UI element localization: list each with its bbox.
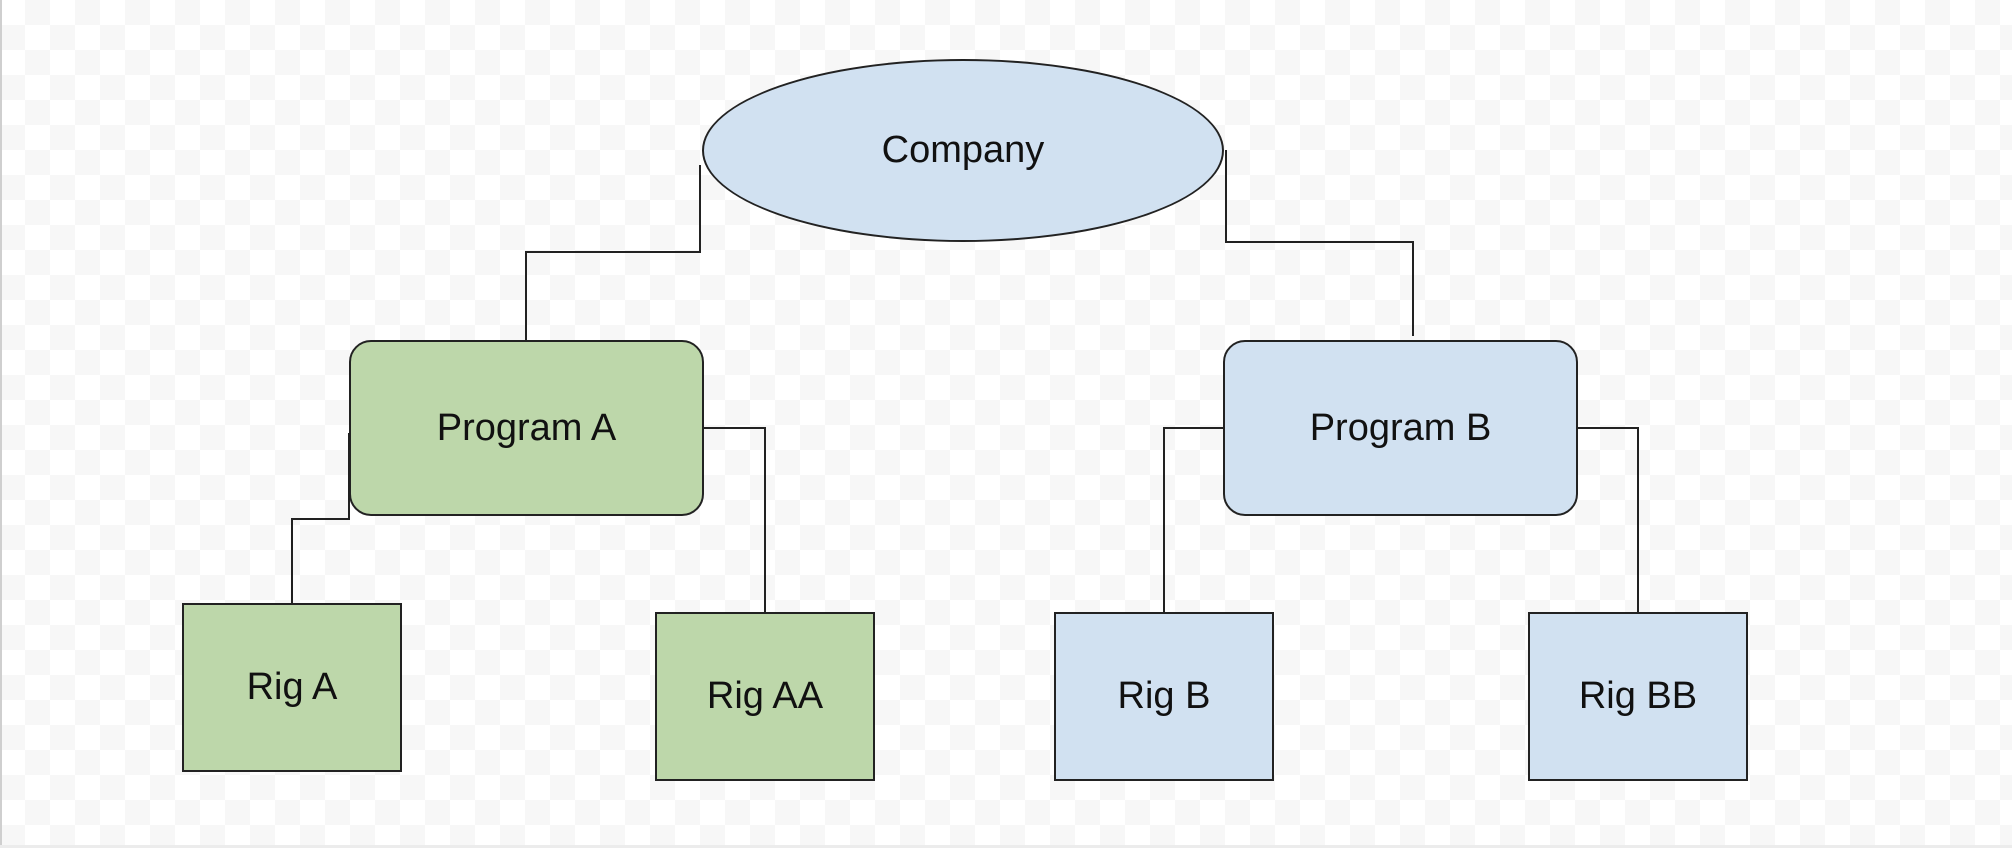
program-b-label: Program B (1309, 406, 1492, 449)
rig-bb-node[interactable]: Rig BB (1528, 612, 1748, 781)
program-a-node[interactable]: Program A (349, 340, 704, 516)
connector-company-program-a[interactable] (525, 165, 701, 342)
connector-program-a-rig-a[interactable] (291, 433, 350, 604)
connector-program-a-rig-aa[interactable] (703, 427, 766, 614)
rig-b-label: Rig B (1117, 675, 1211, 717)
canvas-left-border (0, 0, 2, 848)
connector-program-b-rig-bb[interactable] (1576, 427, 1639, 614)
connector-program-b-rig-b[interactable] (1163, 427, 1223, 614)
canvas-bottom-border (0, 845, 2012, 848)
rig-a-label: Rig A (246, 666, 338, 708)
program-a-label: Program A (436, 406, 617, 449)
rig-bb-label: Rig BB (1578, 675, 1698, 717)
program-b-node[interactable]: Program B (1223, 340, 1578, 516)
rig-aa-label: Rig AA (706, 675, 824, 717)
connector-company-program-b[interactable] (1225, 150, 1414, 336)
rig-a-node[interactable]: Rig A (182, 603, 402, 772)
rig-aa-node[interactable]: Rig AA (655, 612, 875, 781)
company-node[interactable]: Company (702, 59, 1224, 242)
rig-b-node[interactable]: Rig B (1054, 612, 1274, 781)
company-label: Company (881, 129, 1045, 171)
